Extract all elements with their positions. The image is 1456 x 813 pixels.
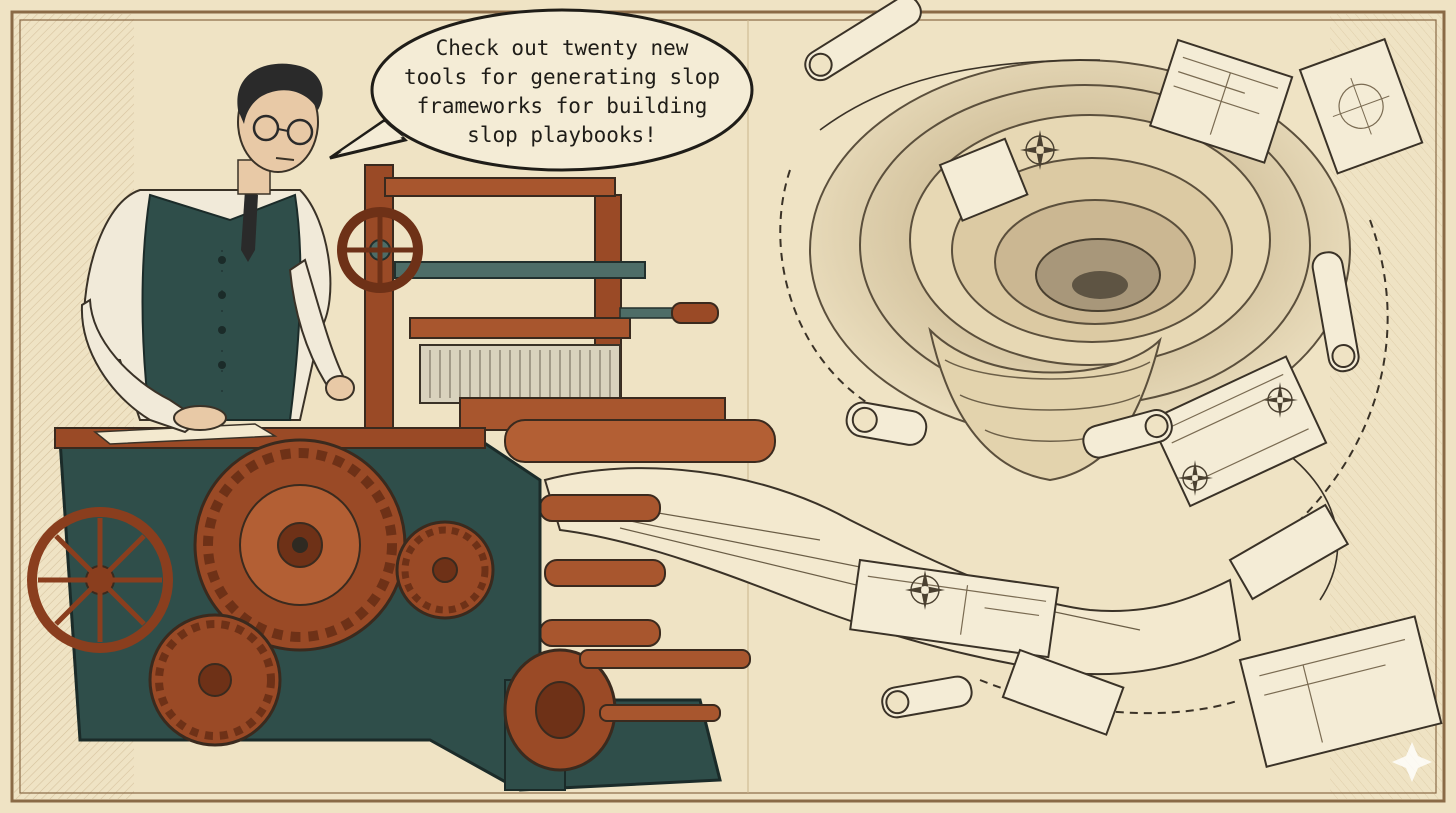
frame-border-inner [19,19,1437,794]
frame-border-outer [10,10,1446,803]
man-hair [237,63,323,124]
vest-button [218,326,226,334]
swirl-line-4 [819,59,1101,131]
press-upper-bar [394,261,646,279]
gear-icon [148,613,282,747]
man-tie [241,190,258,262]
sheet-3 [938,137,1029,222]
sheet-6 [1238,615,1443,768]
printing-press [27,164,776,792]
press-handle-grip [671,302,719,324]
scroll-icon [881,675,973,719]
scroll-icon [804,0,922,82]
sheet-1 [1148,38,1294,164]
sheet-8 [1001,648,1125,736]
swirl-line-2 [1299,219,1389,521]
man-mouth [275,157,295,161]
swirl-line-1 [779,169,901,421]
press-top-beam [384,177,616,197]
man-vest [141,193,302,421]
glasses-lens-right [286,118,314,146]
flywheel [27,507,173,653]
swirl-line-3 [979,679,1241,715]
sparkle-mark-icon [1392,742,1432,782]
man-hand-left [173,405,227,431]
gear-icon [337,207,423,293]
scroll-icon [1082,409,1173,459]
press-drum [503,648,617,772]
speech-bubble-line-3: frameworks for building [416,94,708,118]
sheet-7 [1228,503,1350,601]
compass-rose-icon [1177,460,1213,496]
press-lower-shaft [579,649,751,669]
gear-icon [395,520,495,620]
speech-bubble [329,8,754,172]
man-hand-right [325,375,355,401]
press-roller-3 [544,559,666,587]
press-lower-shaft-2 [599,704,721,722]
speech-bubble-line-4: slop playbooks! [467,123,657,147]
speech-bubble-body [370,8,754,172]
scroll-icon [1311,251,1360,373]
vest-button [218,291,226,299]
scroll-icon [845,401,928,446]
press-type-bed-lines [429,350,611,398]
compass-rose-icon [1020,130,1060,170]
sheet-5 [849,558,1060,659]
vortex-core [1072,271,1128,299]
compass-rose-icon [1262,382,1298,418]
press-roller-2 [539,494,661,522]
speech-bubble-line-1: Check out twenty new [435,36,689,60]
press-mid-bar [409,317,631,339]
press-roller-4 [539,619,661,647]
sheet-2 [1298,37,1424,175]
man-figure [80,63,355,434]
paper-stream-lines [579,499,1141,631]
speech-bubble-text: Check out twenty new tools for generatin… [392,34,732,150]
press-roller-main [504,419,776,463]
paper-vortex [543,0,1443,768]
glasses-bridge [277,128,289,132]
speech-bubble-line-2: tools for generating slop [403,65,721,89]
vest-button [218,361,226,369]
glasses-lens-left [252,114,280,142]
vest-button [218,256,226,264]
compass-rose-icon [905,570,945,610]
speech-bubble-tail-cover [340,122,403,152]
gear-icon [193,438,407,652]
